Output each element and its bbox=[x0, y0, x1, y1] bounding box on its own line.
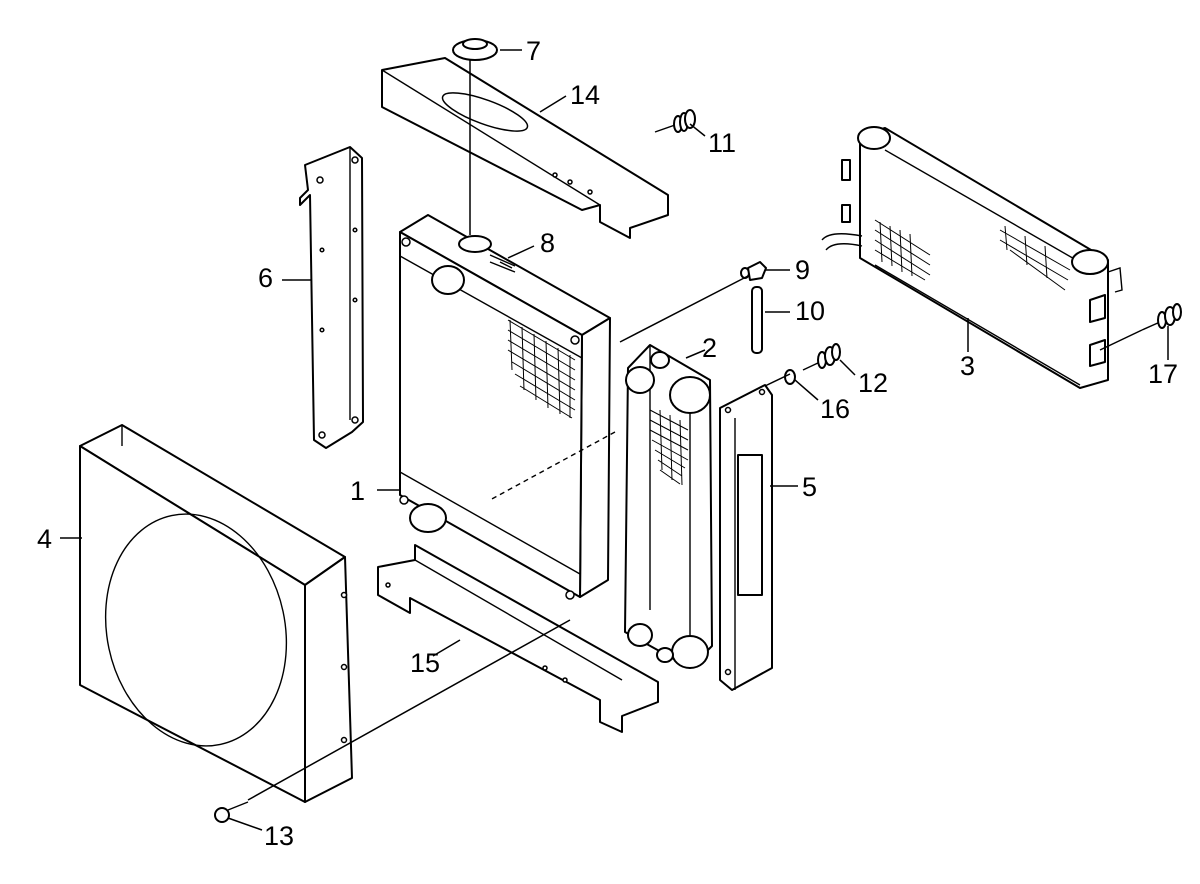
callout-9: 9 bbox=[795, 255, 810, 285]
hose-10 bbox=[751, 286, 763, 354]
bottom-bracket bbox=[377, 544, 659, 733]
callout-11: 11 bbox=[708, 128, 736, 158]
callout-16: 16 bbox=[820, 394, 850, 424]
fitting-9 bbox=[740, 261, 767, 281]
oil-cooler bbox=[624, 344, 713, 669]
callout-12: 12 bbox=[858, 368, 888, 398]
top-bracket bbox=[381, 57, 669, 239]
callout-labels: 1 2 3 4 5 6 7 8 9 10 11 12 13 14 15 16 1… bbox=[37, 36, 1178, 851]
bolt-11 bbox=[654, 109, 696, 133]
fan-shroud bbox=[79, 424, 353, 803]
callout-5: 5 bbox=[802, 472, 817, 502]
bolt-13 bbox=[214, 801, 249, 823]
callout-17: 17 bbox=[1148, 359, 1178, 389]
intercooler bbox=[821, 126, 1123, 389]
bolt-12 bbox=[802, 343, 841, 371]
washer-16 bbox=[784, 369, 796, 385]
callout-6: 6 bbox=[258, 263, 273, 293]
callout-7: 7 bbox=[526, 36, 541, 66]
bolt-17 bbox=[1141, 303, 1182, 331]
right-side-bracket bbox=[719, 384, 773, 691]
callout-13: 13 bbox=[264, 821, 294, 851]
callout-8: 8 bbox=[540, 228, 555, 258]
assembly-lines bbox=[247, 60, 1143, 801]
callout-2: 2 bbox=[702, 333, 717, 363]
callout-1: 1 bbox=[350, 476, 365, 506]
filler-pin bbox=[499, 261, 513, 269]
callout-3: 3 bbox=[960, 351, 975, 381]
callout-14: 14 bbox=[570, 80, 600, 110]
callout-10: 10 bbox=[795, 296, 825, 326]
left-side-bracket bbox=[299, 146, 364, 449]
callout-4: 4 bbox=[37, 524, 52, 554]
callout-leaders bbox=[60, 49, 1169, 831]
radiator-cap bbox=[452, 38, 498, 61]
radiator bbox=[399, 214, 611, 600]
callout-15: 15 bbox=[410, 648, 440, 678]
